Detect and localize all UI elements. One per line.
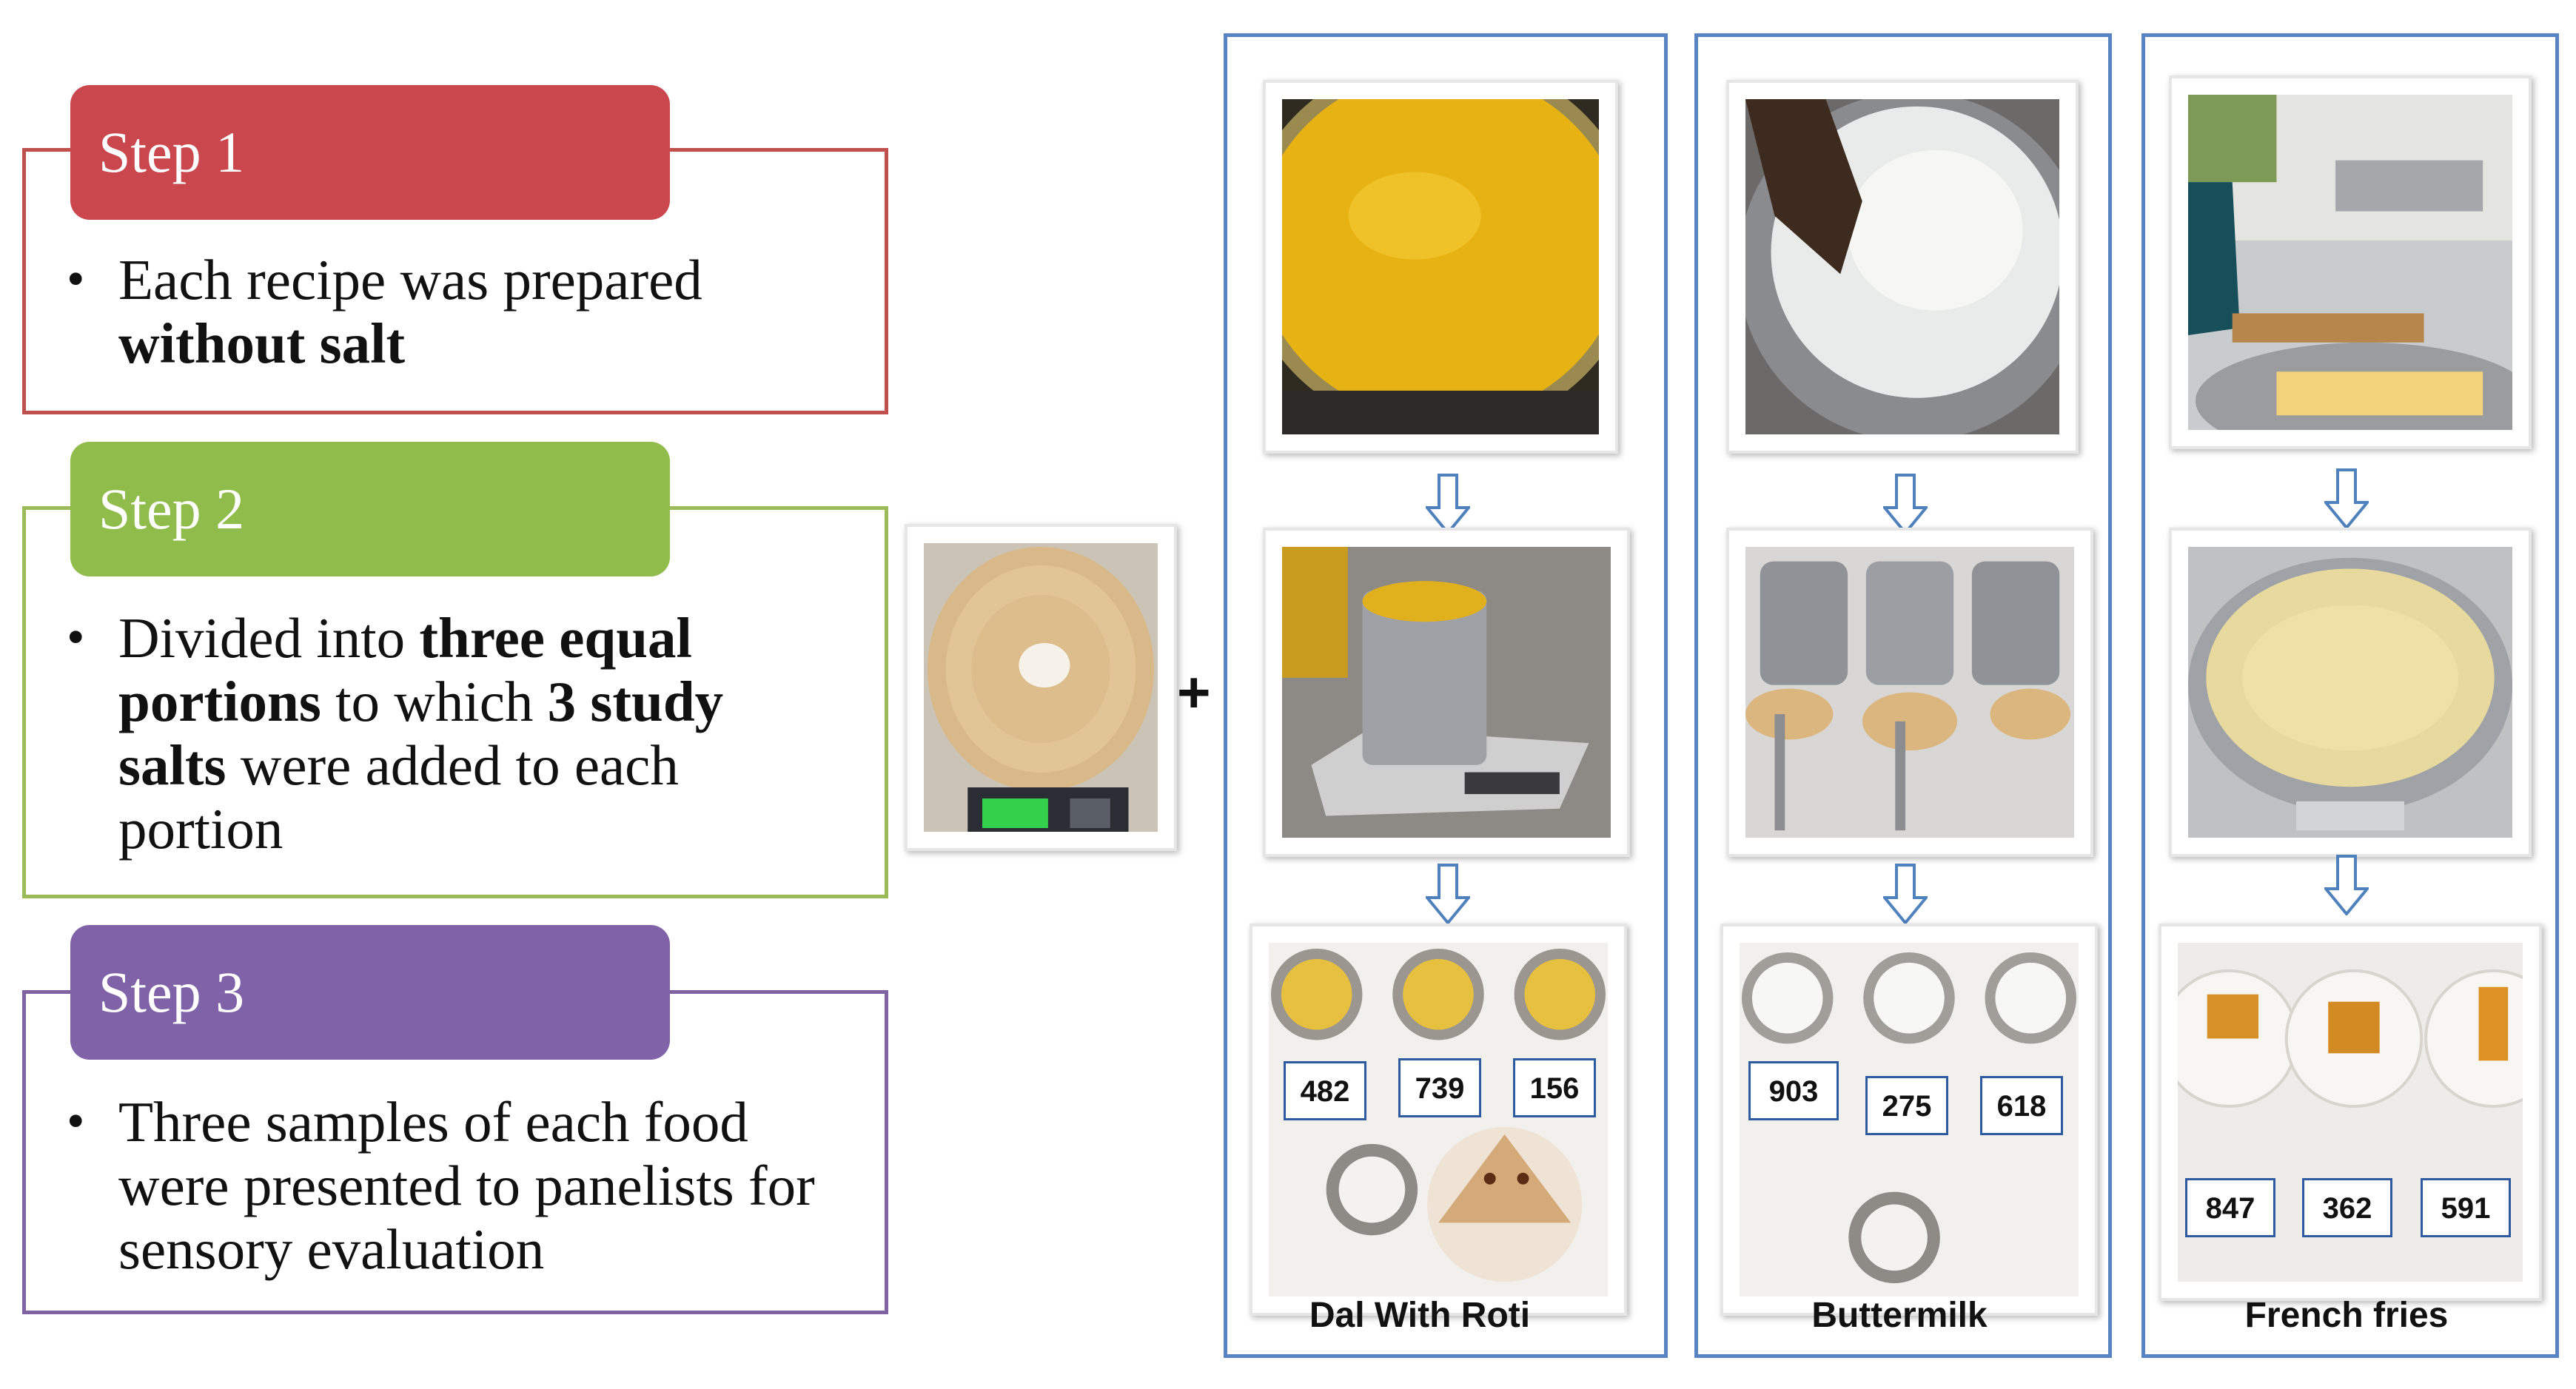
buttermilk-portions-photo — [1726, 528, 2093, 857]
salt-on-scale-photo — [905, 524, 1177, 851]
sample-code-label: 275 — [1865, 1076, 1948, 1135]
fries-samples-photo: 847 362 591 — [2159, 924, 2542, 1301]
down-arrow-icon — [1881, 864, 1930, 926]
sample-code-label: 482 — [1284, 1061, 1366, 1120]
dal-with-roti-column: 482 739 156 Dal With Roti — [1224, 33, 1668, 1358]
bullet-icon: • — [67, 251, 85, 308]
sample-code-label: 739 — [1398, 1058, 1481, 1117]
dal-cooking-photo — [1263, 80, 1618, 454]
down-arrow-icon — [1423, 474, 1472, 536]
column-title: Dal With Roti — [1309, 1296, 1531, 1335]
step-3-header: Step 3 — [70, 925, 670, 1060]
bullet-icon: • — [67, 1093, 85, 1150]
buttermilk-samples-photo: 903 275 618 — [1720, 924, 2098, 1316]
sample-code-label: 156 — [1513, 1058, 1596, 1117]
step-3-text: •Three samples of each food were present… — [67, 1090, 815, 1281]
sample-code-label: 362 — [2302, 1178, 2392, 1237]
down-arrow-icon — [2322, 468, 2371, 531]
dal-weighing-photo — [1263, 528, 1630, 857]
buttermilk-column: 903 275 618 Buttermilk — [1694, 33, 2112, 1358]
sample-code-label: 903 — [1748, 1061, 1839, 1120]
buttermilk-whisking-photo — [1726, 80, 2079, 454]
french-fries-column: 847 362 591 French fries — [2141, 33, 2559, 1358]
step-2-header: Step 2 — [70, 442, 670, 576]
step-1-header: Step 1 — [70, 85, 670, 220]
down-arrow-icon — [1423, 864, 1472, 926]
bullet-icon: • — [67, 609, 85, 666]
sample-code-label: 618 — [1980, 1076, 2063, 1135]
sample-code-label: 847 — [2185, 1178, 2275, 1237]
sample-code-label: 591 — [2421, 1178, 2511, 1237]
paper-plate-icon — [924, 543, 1158, 832]
plus-icon: + — [1177, 659, 1211, 724]
column-title: Buttermilk — [1811, 1296, 1988, 1335]
step-1-text: •Each recipe was prepared without salt — [67, 248, 702, 375]
fries-cutting-photo — [2169, 75, 2532, 449]
fries-weighing-photo — [2169, 528, 2532, 857]
down-arrow-icon — [1881, 474, 1930, 536]
dal-samples-photo: 482 739 156 — [1250, 924, 1627, 1316]
down-arrow-icon — [2322, 855, 2371, 917]
step-2-text: •Divided into three equal portions to wh… — [67, 606, 724, 861]
column-title: French fries — [2244, 1296, 2449, 1335]
